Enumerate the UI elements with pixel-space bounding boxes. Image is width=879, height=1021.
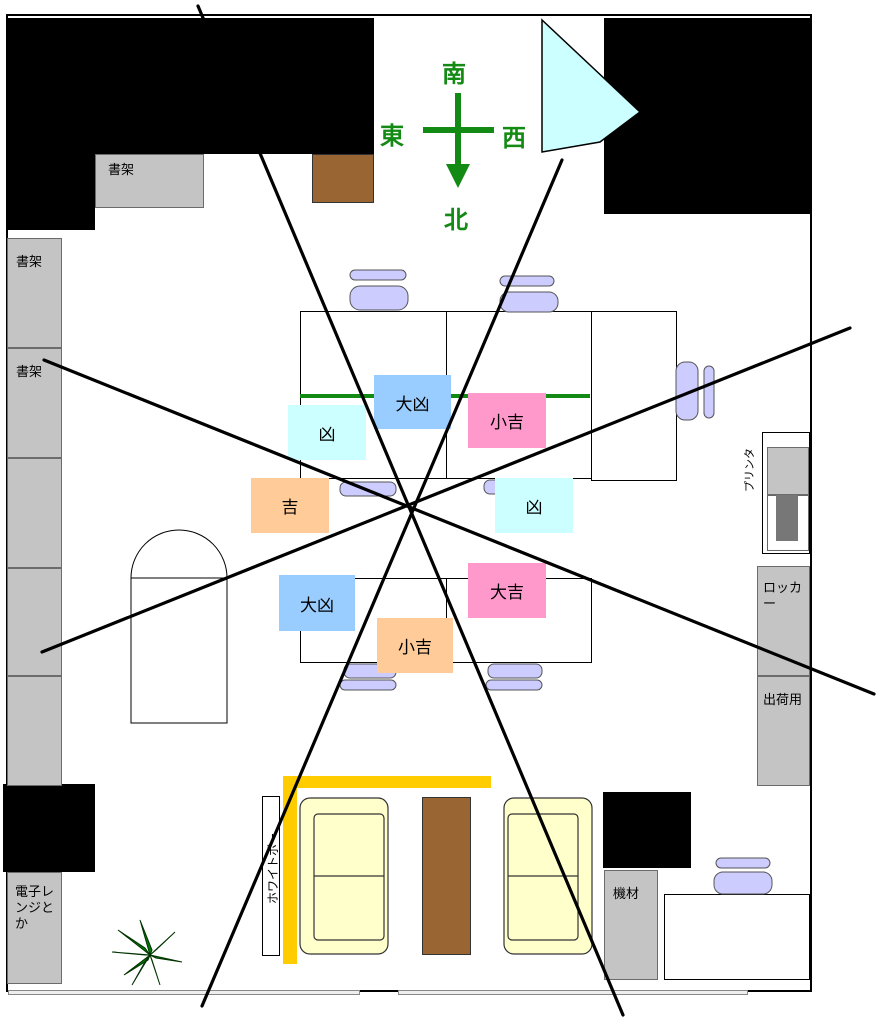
shipping-label: 出荷用	[763, 693, 803, 708]
equipment-cabinet: 機材	[604, 870, 658, 980]
microwave-cabinet: 電子レンジとか	[7, 872, 62, 984]
cabinet-left-4	[7, 568, 62, 676]
fortune-tag-shokichi-bottom: 小吉	[377, 618, 453, 673]
cabinet-left-3	[7, 458, 62, 568]
direction-line-4	[40, 326, 852, 654]
bookshelf-left-2: 書架	[7, 348, 62, 458]
window-bottom-left	[8, 990, 360, 995]
chair-top-1-icon	[349, 269, 409, 311]
fortune-tag-shokichi-top: 小吉	[468, 393, 546, 448]
locker-label: ロッカー	[763, 581, 803, 612]
bookshelf-top: 書架	[95, 154, 204, 208]
fortune-tag-kyo-left: 凶	[288, 405, 366, 460]
wall-block-bottom-right	[603, 792, 691, 868]
wall-block-top-left	[7, 18, 374, 154]
fortune-tag-kichi: 吉	[251, 478, 329, 533]
shipping-cabinet: 出荷用	[757, 676, 810, 786]
fortune-tag-daikichi: 大吉	[468, 563, 546, 618]
bookshelf-left-1: 書架	[7, 238, 62, 348]
bookshelf-left-1-label: 書架	[16, 255, 43, 270]
microwave-label: 電子レンジとか	[15, 885, 55, 932]
wall-block-left-pillar	[7, 150, 95, 230]
wood-cabinet-top	[312, 154, 374, 203]
compass-south: 南	[442, 60, 466, 88]
printer-stand	[762, 432, 810, 554]
cabinet-left-5	[7, 676, 62, 786]
yellow-rail-vertical	[283, 776, 297, 964]
chair-side-icon	[675, 361, 715, 421]
bookshelf-left-2-label: 書架	[16, 365, 43, 380]
equipment-label: 機材	[613, 887, 640, 902]
direction-line-1	[196, 4, 625, 1017]
printer-slot	[776, 495, 798, 541]
coffee-table	[422, 797, 471, 955]
compass-east: 東	[380, 122, 404, 150]
fortune-tag-daikyo-top: 大凶	[374, 375, 451, 429]
bookshelf-top-label: 書架	[108, 163, 135, 178]
compass-west: 西	[502, 124, 526, 152]
window-bottom-right	[398, 990, 748, 995]
wall-block-left-bottom	[3, 784, 95, 872]
desk-bottom-right	[664, 894, 810, 980]
fortune-tag-daikyo-bottom: 大凶	[279, 575, 355, 631]
wall-block-top-right	[604, 18, 811, 214]
sofa-left-icon	[299, 797, 389, 955]
direction-line-2	[200, 158, 564, 1008]
yellow-rail-horizontal	[283, 776, 491, 788]
compass-north: 北	[444, 206, 468, 234]
fortune-tag-kyo-right: 凶	[495, 478, 573, 533]
direction-line-3	[42, 358, 876, 696]
desk-side	[591, 311, 677, 481]
chair-bottom-2-icon	[485, 663, 543, 691]
sofa-right-icon	[503, 797, 593, 955]
printer-body	[767, 447, 809, 495]
chair-top-2-icon	[499, 275, 559, 313]
chair-bottom-right-icon	[713, 857, 773, 895]
